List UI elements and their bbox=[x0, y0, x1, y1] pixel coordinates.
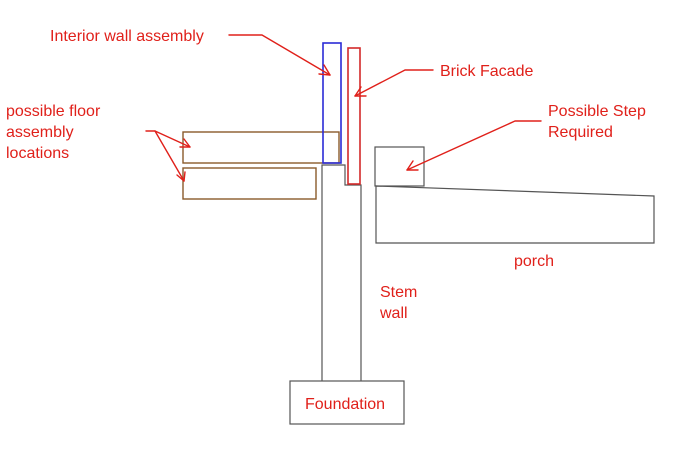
label-interior-wall: Interior wall assembly bbox=[50, 28, 204, 45]
stem-wall bbox=[321, 164, 362, 381]
arrow-brick-facade bbox=[354, 69, 434, 97]
porch-slab bbox=[375, 185, 655, 244]
label-stem-line2: wall bbox=[379, 305, 408, 322]
floor-assembly-lower bbox=[182, 167, 317, 200]
label-porch: porch bbox=[514, 253, 554, 270]
label-foundation: Foundation bbox=[305, 396, 385, 413]
arrow-possible-step bbox=[406, 120, 542, 171]
foundation-footing bbox=[289, 380, 405, 425]
label-floor-line2: assembly bbox=[6, 124, 74, 141]
possible-step-block bbox=[374, 146, 425, 187]
brick-facade bbox=[347, 47, 361, 185]
label-floor-line1: possible floor bbox=[6, 103, 101, 120]
label-stem-line1: Stem bbox=[380, 284, 417, 301]
floor-assembly-upper bbox=[182, 131, 340, 164]
label-step-line2: Required bbox=[548, 124, 613, 141]
label-brick-facade: Brick Facade bbox=[440, 63, 533, 80]
arrow-floor-lower bbox=[154, 130, 186, 182]
interior-wall-assembly bbox=[322, 42, 342, 164]
arrow-interior-wall bbox=[228, 34, 331, 76]
label-floor-line3: locations bbox=[6, 145, 69, 162]
label-step-line1: Possible Step bbox=[548, 103, 646, 120]
